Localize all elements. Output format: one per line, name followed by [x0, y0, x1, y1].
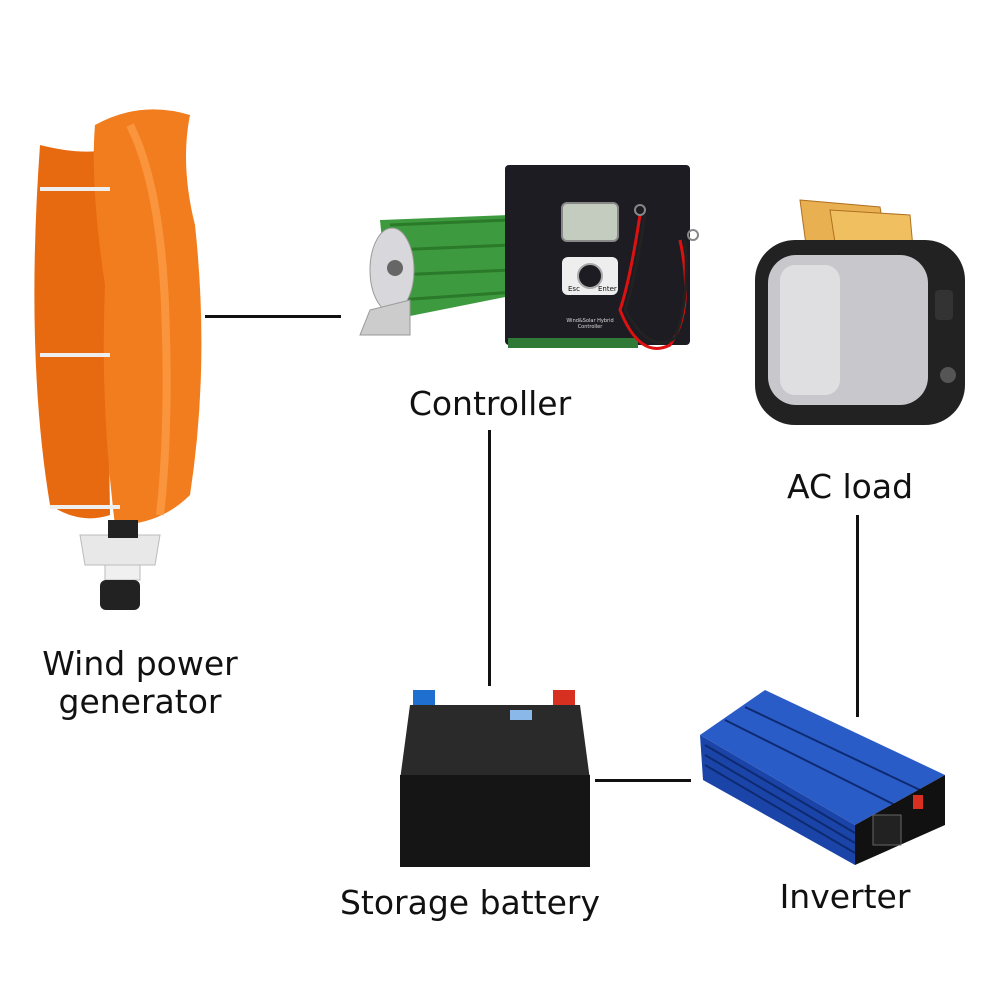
- battery-label: Storage battery: [339, 883, 601, 922]
- connector-inverter-acload: [856, 515, 859, 717]
- connector-battery-inverter: [595, 779, 691, 782]
- connector-controller-battery: [488, 430, 491, 686]
- inverter-image: [700, 690, 945, 865]
- connector-wind-controller: [205, 315, 341, 318]
- svg-text:Enter: Enter: [598, 285, 617, 293]
- toaster-image: [755, 199, 965, 425]
- svg-text:Esc: Esc: [568, 285, 580, 293]
- controller-label: Controller: [408, 384, 572, 423]
- wind-turbine-image: [34, 109, 202, 610]
- svg-text:Controller: Controller: [578, 324, 604, 330]
- battery-image: [400, 690, 590, 867]
- ac-load-label: AC load: [786, 467, 914, 506]
- svg-text:Wind&Solar Hybrid: Wind&Solar Hybrid: [566, 318, 613, 324]
- wind-generator-label-line2: generator: [58, 681, 222, 721]
- wind-generator-label: Wind power generator: [20, 645, 260, 721]
- wind-generator-label-line1: Wind power: [42, 644, 238, 683]
- inverter-label: Inverter: [779, 877, 911, 916]
- controller-image: Esc Enter Wind&Solar Hybrid Controller: [359, 165, 699, 350]
